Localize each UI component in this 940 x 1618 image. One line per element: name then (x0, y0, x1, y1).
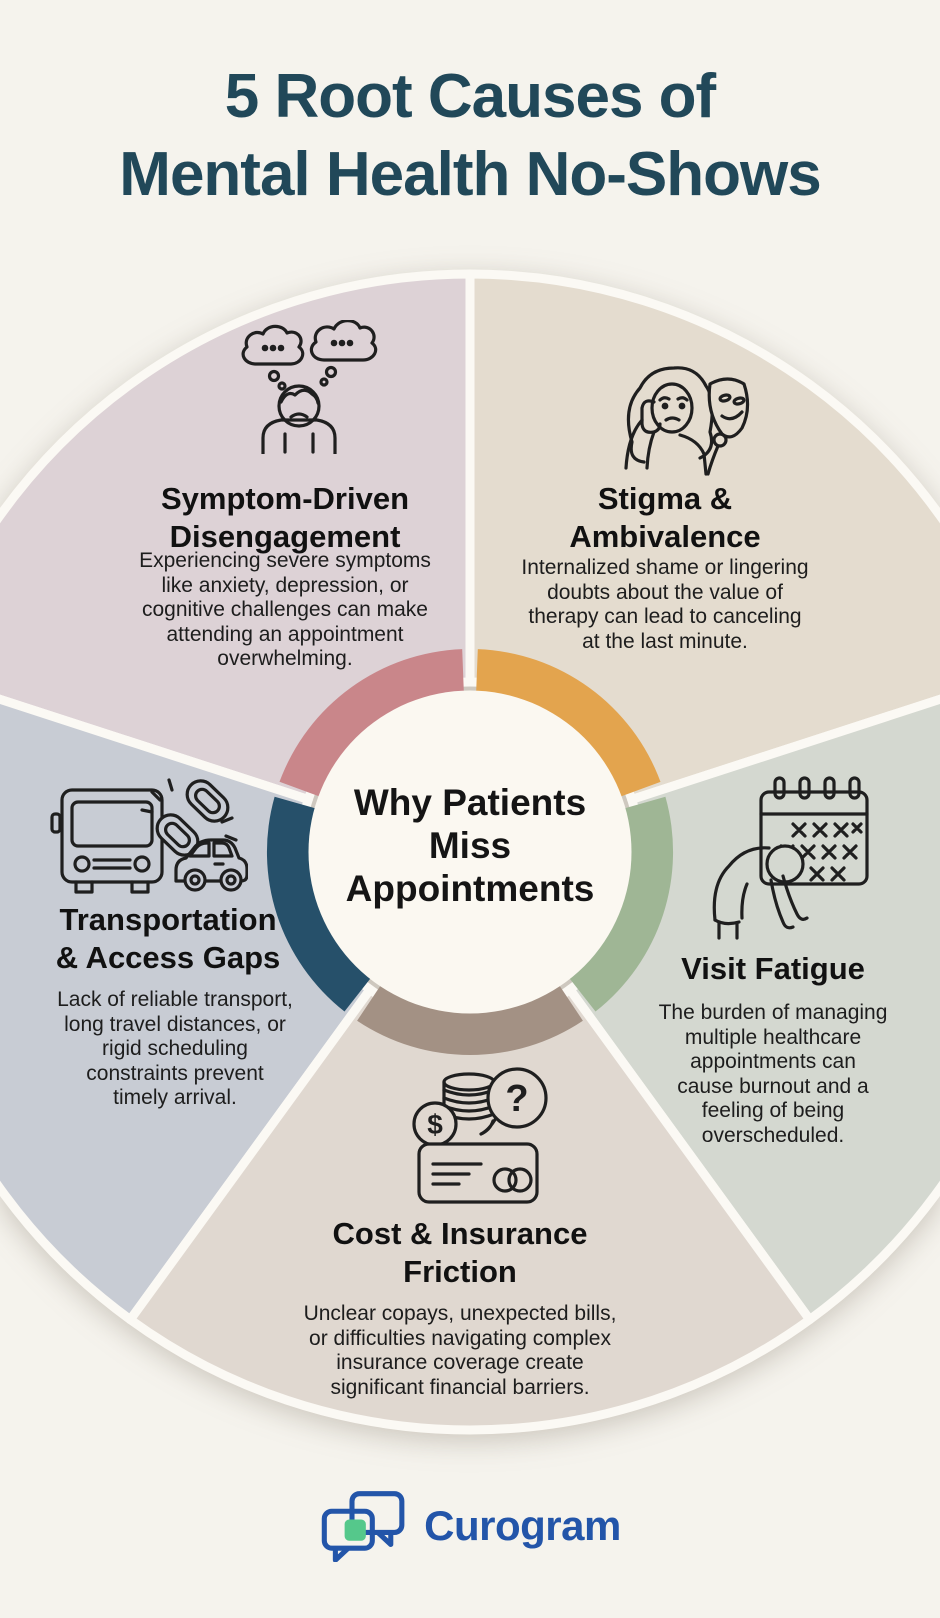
center-label: Why Patients Miss Appointments (290, 781, 650, 910)
segment-title: Transportation & Access Gaps (0, 901, 336, 977)
logo-green-square (344, 1519, 366, 1541)
brand-name: Curogram (424, 1502, 621, 1549)
center-label-line: Why Patients (353, 782, 587, 823)
segment-description: Lack of reliable transport, long travel … (15, 988, 335, 1111)
title-line: Friction (403, 1254, 517, 1289)
chat-bubbles-icon (321, 1491, 405, 1562)
title-line: Cost & Insurance (332, 1216, 588, 1251)
dollar-glyph: $ (427, 1109, 443, 1140)
desc-line: overwhelming. (217, 647, 353, 670)
ring-arc-visit-fatigue (569, 796, 674, 1012)
page-title-line: Mental Health No-Shows (119, 140, 821, 209)
title-line: Visit Fatigue (681, 951, 865, 986)
desc-line: feeling of being (701, 1099, 845, 1122)
title-line: Transportation (59, 902, 277, 937)
desc-line: or difficulties navigating complex (309, 1326, 611, 1350)
segment-description: Internalized shame or lingering doubts a… (485, 556, 845, 654)
segment-title: Stigma & Ambivalence (485, 480, 845, 556)
title-line: Symptom-Driven (160, 481, 410, 516)
title-line: Ambivalence (569, 519, 761, 554)
desc-line: cognitive challenges can make (141, 598, 428, 621)
desc-line: Lack of reliable transport, (57, 988, 293, 1011)
segment-description: Unclear copays, unexpected bills, or dif… (250, 1302, 670, 1400)
desc-line: doubts about the value of (547, 580, 783, 604)
ring-arc-transportation (266, 796, 371, 1012)
ring-arc-stigma (476, 649, 661, 797)
desc-line: Experiencing severe symptoms (139, 549, 431, 572)
segment-title: Symptom-Driven Disengagement (105, 480, 465, 556)
desc-line: insurance coverage create (336, 1351, 584, 1374)
credit-card-coins-question-icon: ? $ (412, 1067, 548, 1204)
fatigued-person-calendar-icon (712, 776, 869, 940)
desc-line: appointments can (690, 1050, 856, 1073)
desc-line: multiple healthcare (684, 1025, 862, 1049)
desc-line: rigid scheduling (102, 1037, 248, 1060)
ring-arc-symptom-driven (279, 649, 464, 797)
woman-holding-mask-icon (624, 366, 750, 476)
desc-line: cause burnout and a (677, 1074, 869, 1098)
segment-description: Experiencing severe symptoms like anxiet… (100, 549, 470, 672)
desc-line: at the last minute. (582, 629, 748, 653)
center-circle (308, 690, 632, 1014)
title-line: Disengagement (169, 519, 401, 554)
desc-line: like anxiety, depression, or (161, 573, 409, 597)
page-title: 5 Root Causes of Mental Health No-Shows (0, 58, 940, 214)
desc-line: therapy can lead to canceling (528, 605, 802, 628)
desc-line: attending an appointment (166, 622, 404, 646)
desc-line: Internalized shame or lingering (521, 556, 809, 579)
title-line: Stigma & (597, 481, 733, 516)
title-line: & Access Gaps (55, 940, 281, 975)
desc-line: significant financial barriers. (330, 1375, 590, 1399)
desc-line: constraints prevent (86, 1061, 264, 1085)
desc-line: overscheduled. (701, 1123, 845, 1147)
center-label-line: Appointments (345, 868, 595, 909)
segment-title: Cost & Insurance Friction (255, 1215, 665, 1291)
question-glyph: ? (505, 1078, 528, 1120)
desc-line: The burden of managing (658, 1001, 888, 1024)
desc-line: long travel distances, or (64, 1012, 286, 1036)
center-label-line: Miss (428, 825, 512, 866)
page-title-line: 5 Root Causes of (224, 62, 716, 131)
segment-description: The burden of managing multiple healthca… (628, 1001, 918, 1148)
desc-line: timely arrival. (113, 1086, 237, 1109)
segment-title: Visit Fatigue (618, 950, 928, 988)
bus-broken-chain-car-icon (50, 778, 248, 894)
person-thought-clouds-icon (241, 320, 378, 454)
desc-line: Unclear copays, unexpected bills, (303, 1302, 617, 1325)
brand-footer: Curogram (0, 1486, 940, 1566)
